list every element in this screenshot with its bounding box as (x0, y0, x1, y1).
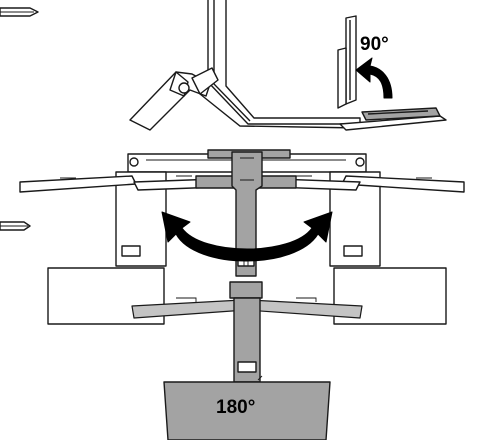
tilt-angle-label: 90° (360, 34, 389, 55)
swivel-angle-label: 180° (216, 397, 256, 418)
side-view-arm (129, 0, 447, 131)
rotation-arrow-icon (161, 211, 333, 262)
front-tray-and-arm (131, 281, 363, 383)
left-edge-keyboard-top (0, 7, 39, 17)
left-edge-keyboard-mid (0, 221, 31, 231)
tilt-arrow-icon (355, 57, 393, 99)
